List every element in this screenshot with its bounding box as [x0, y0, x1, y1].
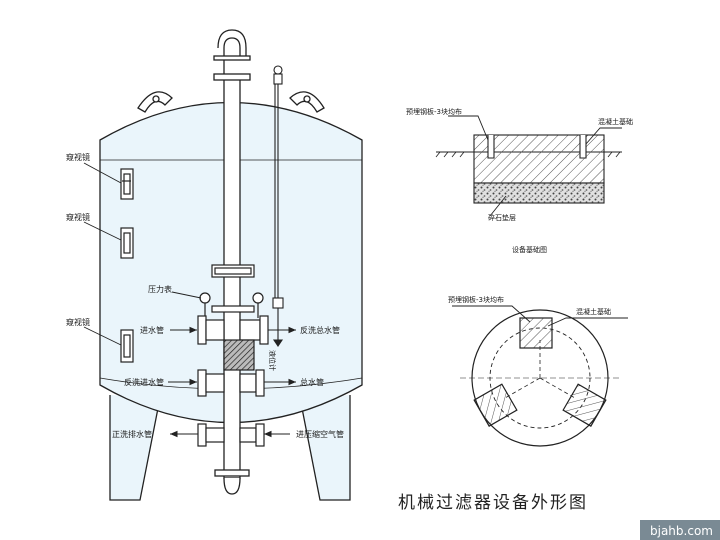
inlet-manifold: [197, 315, 269, 345]
concrete-base-label: 混凝土基础: [598, 117, 633, 126]
lifting-lug-right: [289, 91, 325, 113]
watermark-text: bjahb.com: [650, 524, 713, 538]
level-gauge-label: 液位计: [268, 350, 277, 371]
gravel-layer: [473, 182, 605, 204]
tank-leg-right: [299, 395, 351, 501]
sight-glass-label-2: 窥视镜: [66, 212, 90, 222]
foundation-plan: [452, 305, 628, 447]
inlet-pipe-label: 进水管: [140, 325, 164, 335]
main-water-label: 总水管: [300, 377, 324, 387]
sight-glass-1: [120, 168, 134, 200]
foundation-section-title: 设备基础图: [512, 245, 547, 254]
lifting-lug-left: [137, 91, 173, 113]
drawing-title: 机械过滤器设备外形图: [398, 493, 588, 513]
pressure-gauge-label: 压力表: [148, 284, 172, 294]
bottom-nozzles: [197, 423, 265, 447]
plan-concrete-base-label: 混凝土基础: [576, 307, 611, 316]
air-inlet-label: 进压缩空气管: [296, 429, 344, 439]
watermark-bg: [640, 520, 720, 540]
sight-glass-3: [120, 329, 134, 363]
sight-glass-2: [120, 227, 134, 259]
embedded-plate-label: 预埋钢板-3块均布: [406, 107, 462, 116]
lower-manifold: [197, 369, 265, 397]
foundation-section: [435, 115, 622, 217]
pad-left: [473, 383, 518, 427]
pad-right: [562, 383, 607, 427]
sight-glass-label-1: 窥视镜: [66, 152, 90, 162]
gravel-layer-label: 碎石垫层: [488, 213, 516, 222]
sight-glass-label-3: 窥视镜: [66, 317, 90, 327]
backwash-main-label: 反洗总水管: [300, 325, 340, 335]
tank-leg-left: [109, 395, 161, 501]
pad-top: [519, 317, 553, 349]
center-pipe: [213, 29, 251, 495]
backwash-inlet-label: 反洗进水管: [124, 377, 164, 387]
plan-embedded-plate-label: 预埋钢板-3块均布: [448, 295, 504, 304]
tank-leader-lines: [83, 162, 202, 346]
flow-arrows: [168, 326, 296, 438]
level-gauge: [272, 65, 284, 347]
forward-drain-label: 正洗排水管: [112, 429, 152, 439]
filter-media-block: [223, 339, 255, 371]
pressure-gauge-assembly: [199, 264, 264, 318]
